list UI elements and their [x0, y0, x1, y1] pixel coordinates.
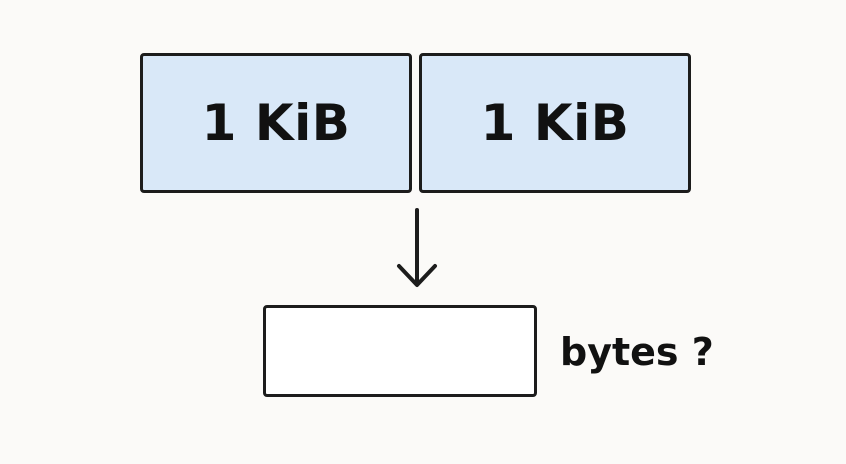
units-label: bytes ?: [560, 330, 714, 374]
memory-block-1: 1 KiB: [140, 53, 412, 193]
arrow-down-icon: [397, 208, 437, 287]
memory-block-2-label: 1 KiB: [480, 94, 630, 152]
memory-block-2: 1 KiB: [419, 53, 691, 193]
answer-box[interactable]: [263, 305, 537, 397]
memory-block-1-label: 1 KiB: [201, 94, 351, 152]
